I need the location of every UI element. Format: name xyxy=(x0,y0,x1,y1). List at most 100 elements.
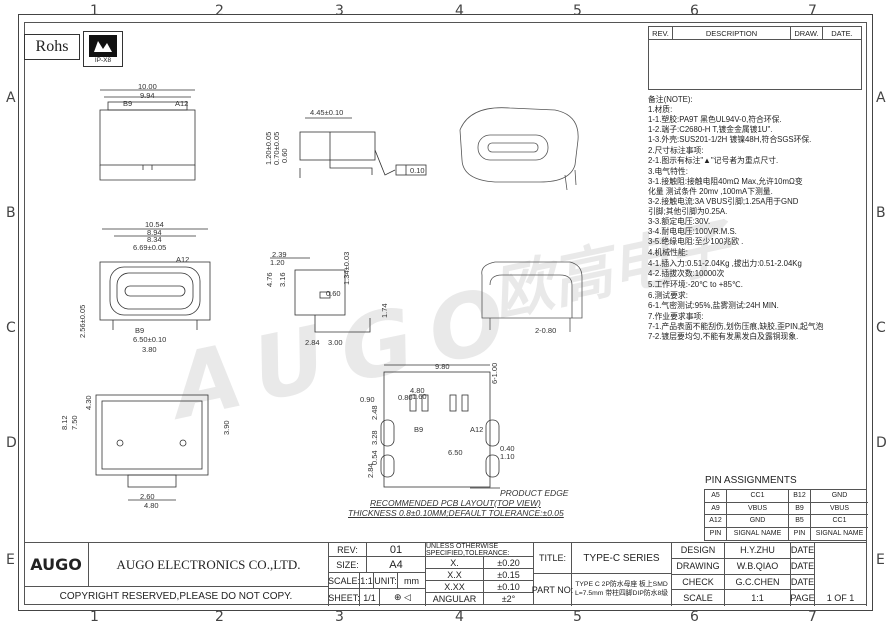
note-line-18: 5.工作环境:-20℃ to +85℃. xyxy=(648,280,743,289)
dim-front-view-1: 8.94 xyxy=(147,228,162,237)
note-line-8: 3-1.接触阻:接触电阻40mΩ Max,允许10mΩ变 xyxy=(648,177,803,186)
revision-body xyxy=(648,40,862,90)
zone-row-right-D: D xyxy=(876,435,887,451)
rev-col-date: DATE. xyxy=(831,28,853,38)
sign-cell-2-2: DATE xyxy=(791,574,815,591)
sign-cell-3-0: SCALE xyxy=(672,590,725,606)
dim-pcb-2: 0.80 xyxy=(398,393,413,402)
dim-front-view-7: 3.80 xyxy=(142,345,157,354)
title-size-value: A4 xyxy=(367,557,426,573)
note-line-0: 备注(NOTE): xyxy=(648,95,693,104)
drawing-inner-border xyxy=(24,22,867,605)
pcb-layout-caption: RECOMMENDED PCB LAYOUT(TOP VIEW) xyxy=(370,498,541,508)
note-line-9: 化量 测试条件 20mv ,100mA下测量. xyxy=(648,187,773,196)
note-line-6: 2-1.图示有标注"▲"记号者为重点尺寸. xyxy=(648,156,779,165)
title-title-label: TITLE: xyxy=(534,543,572,574)
note-line-10: 3-2.接触电流:3A VBUS引脚;1.25A用于GND xyxy=(648,197,799,206)
pin-cell-0-1: CC1 xyxy=(727,490,789,503)
pin-cell-0-3: GND xyxy=(811,490,868,503)
zone-row-right-C: C xyxy=(876,320,886,336)
pcb-thickness-caption: THICKNESS 0.8±0.10MM;DEFAULT TOLERANCE:±… xyxy=(348,508,564,518)
dim-bottom-view-2: 8.12 xyxy=(60,415,69,430)
tol-value-0: ±0.20 xyxy=(484,557,534,569)
dim-side-view-0: 4.45±0.10 xyxy=(310,108,344,117)
dim-pcb-7: 2.48 xyxy=(370,405,379,420)
zone-col-bottom-5: 5 xyxy=(573,609,582,625)
title-sheet-value: 1/1 xyxy=(360,589,380,606)
zone-col-bottom-2: 2 xyxy=(215,609,224,625)
title-unit-value: mm xyxy=(398,573,426,589)
note-line-5: 2.尺寸标注事项: xyxy=(648,146,704,155)
zone-col-top-1: 1 xyxy=(90,3,99,19)
note-line-23: 7-2.镀层要均匀,不能有发黑发白及露铜现象. xyxy=(648,332,799,341)
pin-cell-3-0: PIN xyxy=(705,527,727,540)
dim-pcb-6: A12 xyxy=(470,425,484,434)
waterproof-icon xyxy=(89,35,117,57)
dim-side-view-3: 0.60 xyxy=(280,148,289,163)
tol-value-2: ±0.10 xyxy=(484,581,534,593)
dim-side-view-4: 0.10 xyxy=(410,166,425,175)
dim-top-view-1: 9.94 xyxy=(140,91,155,100)
zone-col-bottom-1: 1 xyxy=(90,609,99,625)
sign-cell-1-1: W.B.QIAO xyxy=(725,558,791,575)
pin-cell-2-0: A12 xyxy=(705,515,727,528)
sign-cell-3-3: 1 OF 1 xyxy=(815,590,867,606)
dim-pcb-4: 0.90 xyxy=(360,395,375,404)
zone-row-right-E: E xyxy=(876,552,885,568)
side-view-2-drawing xyxy=(270,257,371,333)
title-company: AUGO ELECTRONICS CO.,LTD. xyxy=(89,543,329,587)
note-line-7: 3.电气特性: xyxy=(648,167,688,176)
tol-label-1: X.X xyxy=(426,569,484,581)
sign-cell-2-0: CHECK xyxy=(672,574,725,591)
pcb-layout-drawing xyxy=(380,364,500,489)
dim-pcb-12: 1.10 xyxy=(500,452,515,461)
zone-col-bottom-7: 7 xyxy=(808,609,817,625)
dim-pcb-11: 0.40 xyxy=(500,444,515,453)
note-line-14: 3-5.绝缘电阻:至少100兆欧 . xyxy=(648,237,744,246)
rohs-badge: Rohs xyxy=(24,34,80,60)
title-partno-label: PART NO: xyxy=(532,574,573,606)
zone-row-left-C: C xyxy=(6,320,16,336)
ip-x8-label: IP-X8 xyxy=(94,57,112,64)
sign-cell-0-1: H.Y.ZHU xyxy=(725,543,791,559)
pin-cell-2-1: GND xyxy=(727,515,789,528)
pin-cell-1-0: A9 xyxy=(705,502,727,515)
dim-top-view-2: B9 xyxy=(123,99,133,108)
title-scale-value: 1:1 xyxy=(360,573,374,589)
note-line-1: 1.材质: xyxy=(648,105,673,114)
note-line-12: 3-3.额定电压:30V. xyxy=(648,217,711,226)
title-rev-value: 01 xyxy=(367,543,426,557)
rev-col-description: DESCRIPTION xyxy=(673,27,791,39)
pin-cell-1-1: VBUS xyxy=(727,502,789,515)
note-line-15: 4.机械性能: xyxy=(648,248,688,257)
isometric-bottom-view xyxy=(481,261,583,332)
partno-line-1: TYPE C 2P防水母座 板上SMD xyxy=(575,581,668,589)
note-line-21: 7.作业要求事项: xyxy=(648,312,704,321)
dim-bottom-view-3: 3.90 xyxy=(222,420,231,435)
dim-front-view-3: 6.69±0.05 xyxy=(133,243,167,252)
note-line-4: 1-3.外壳:SUS201-1/2H 镀镍48H,符合SGS环保. xyxy=(648,135,812,144)
tol-label-2: X.XX xyxy=(426,581,484,593)
sign-cell-2-1: G.C.CHEN xyxy=(725,574,791,591)
sign-cell-0-0: DESIGN xyxy=(672,543,725,559)
zone-row-left-A: A xyxy=(6,90,16,106)
dim-side-view2-2: 4.76 xyxy=(265,272,274,287)
rev-col-draw: DRAW. xyxy=(791,27,823,39)
dim-front-view-5: B9 xyxy=(135,326,145,335)
note-line-13: 3-4.耐电电压:100VR.M.S. xyxy=(648,227,737,236)
dim-front-view-8: 2.56±0.05 xyxy=(78,304,87,338)
dim-side-view2-0: 2.39 xyxy=(272,250,287,259)
dim-iso-pitch: 2-0.80 xyxy=(535,326,557,335)
pin-cell-2-3: CC1 xyxy=(811,515,868,528)
dim-pcb-3: 1.60 xyxy=(412,392,427,401)
dim-pcb-0: 9.80 xyxy=(435,362,450,371)
pin-cell-3-2: PIN xyxy=(789,527,811,540)
zone-col-bottom-4: 4 xyxy=(455,609,464,625)
projection-symbol-icon: ⊕ ◁ xyxy=(380,589,426,606)
tol-value-3: ±2° xyxy=(484,593,534,605)
zone-col-top-6: 6 xyxy=(690,3,699,19)
tol-value-1: ±0.15 xyxy=(484,569,534,581)
title-copyright: COPYRIGHT RESERVED,PLEASE DO NOT COPY. xyxy=(24,587,329,606)
